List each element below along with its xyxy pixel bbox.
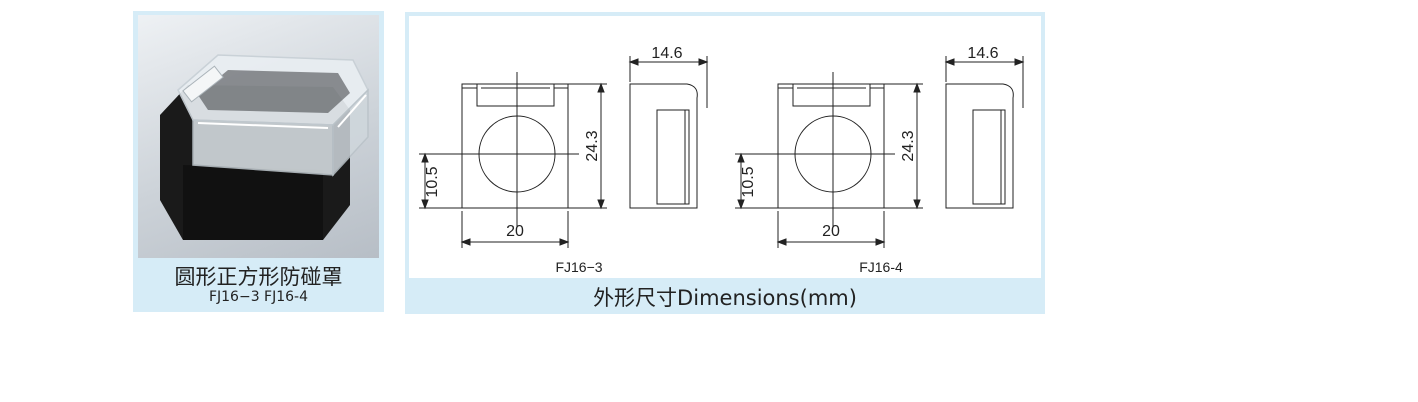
height-label-left: 24.3 bbox=[584, 130, 601, 161]
product-photo bbox=[138, 15, 379, 258]
side-view-outline bbox=[629, 83, 698, 209]
depth-label-right: 14.6 bbox=[967, 45, 998, 62]
width-label-left: 20 bbox=[506, 223, 524, 240]
protective-cover-image bbox=[160, 54, 369, 240]
depth-label-left: 14.6 bbox=[651, 45, 682, 62]
offset-label-left: 10.5 bbox=[424, 166, 441, 197]
front-view-outline bbox=[461, 83, 569, 209]
model-label-left: FJ16−3 bbox=[555, 259, 602, 275]
product-panel: 圆形正方形防碰罩 FJ16−3 FJ16-4 bbox=[133, 11, 384, 312]
width-label-right: 20 bbox=[822, 223, 840, 240]
dimensions-caption: 外形尺寸Dimensions(mm) bbox=[593, 286, 857, 310]
offset-label-right: 10.5 bbox=[740, 166, 757, 197]
drawing-fj16-3 bbox=[419, 56, 709, 248]
drawing-fj16-4 bbox=[735, 56, 1025, 248]
model-label-right: FJ16-4 bbox=[859, 259, 903, 275]
height-label-right: 24.3 bbox=[900, 130, 917, 161]
dimensions-panel: 20 24.3 10.5 14.6 FJ16−3 bbox=[405, 12, 1045, 314]
drawings-area: 20 24.3 10.5 14.6 FJ16−3 bbox=[409, 16, 1041, 278]
product-name: 圆形正方形防碰罩 bbox=[174, 265, 343, 289]
product-models: FJ16−3 FJ16-4 bbox=[208, 289, 309, 305]
